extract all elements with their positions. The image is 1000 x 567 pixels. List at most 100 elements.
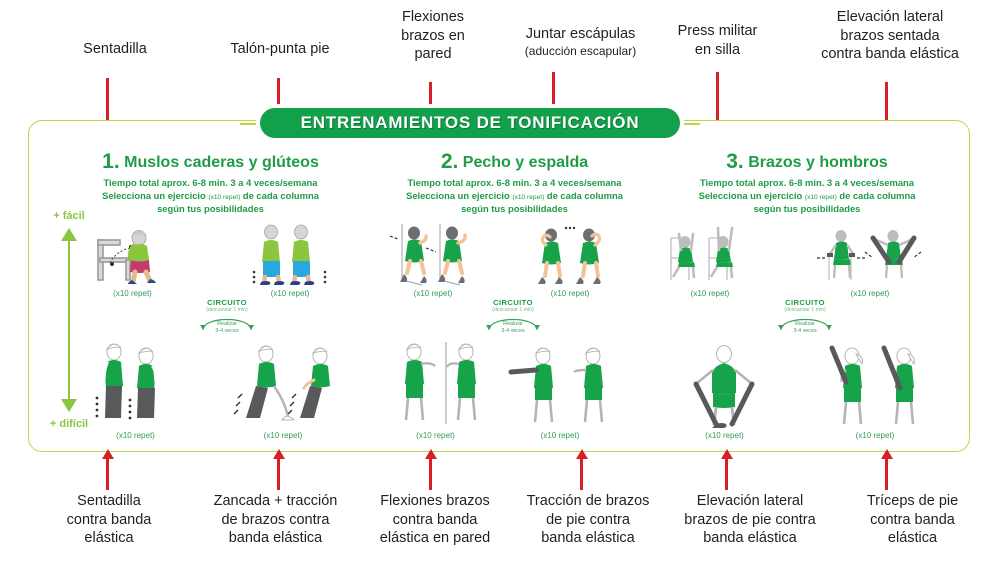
difficulty-axis: + fácil + difícil — [40, 210, 98, 430]
figure-band-squat — [88, 340, 183, 430]
circuito-loop-1: Realizar 3-4 veces — [197, 314, 257, 340]
circuito-title-2: CIRCUITO — [493, 298, 533, 307]
section-1: 1. Muslos caderas y glúteos Tiempo total… — [88, 150, 333, 215]
section-3-subtitle: Tiempo total aprox. 6-8 min. 3 a 4 veces… — [682, 177, 932, 215]
reps-label-lunge-row: (x10 repet) — [263, 431, 303, 440]
circuito-loop-3: Realizar 3-4 veces — [775, 314, 835, 340]
section-2-line2b: (x10 repet) — [512, 193, 545, 201]
section-2-number: 2. — [440, 150, 459, 173]
circuito-do-2: Realizar — [503, 321, 523, 327]
section-1-line2: Selecciona un ejercicio (x10 repet) de c… — [88, 190, 333, 203]
reps-label-standing-lateral-raise: (x10 repet) — [705, 431, 744, 440]
reps-label-seated-press: (x10 repet) — [690, 289, 730, 298]
arrow-bottom-0 — [106, 458, 109, 490]
axis-arrow-up-icon — [61, 228, 77, 241]
exercise-cell-heel-toe: (x10 repet) — [245, 222, 335, 298]
arrow-bottom-4 — [725, 458, 728, 490]
top-label-0-text: Sentadilla — [83, 41, 147, 57]
exercise-cell-wall-band-pushup: (x10 repet) — [388, 340, 483, 440]
circuito-title-3: CIRCUITO — [785, 298, 825, 307]
section-3-line2: Selecciona un ejercicio (x10 repet) de c… — [682, 190, 932, 203]
axis-bar — [68, 240, 71, 400]
exercise-cell-seated-press: (x10 repet) — [665, 222, 755, 298]
section-3: 3. Brazos y hombros Tiempo total aprox. … — [682, 150, 932, 215]
top-label-1-text: Talón-punta pie — [230, 41, 330, 57]
arrow-bottom-3 — [580, 458, 583, 490]
section-3-line2c: de cada columna — [836, 189, 916, 201]
exercise-cell-standing-row: (x10 repet) — [505, 340, 615, 440]
section-1-title: Muslos caderas y glúteos — [124, 154, 319, 171]
figure-seated-lateral-raise — [815, 222, 925, 288]
top-label-1: Talón-punta pie — [200, 40, 360, 59]
top-label-3: Juntar escápulas (aducción escapular) — [498, 25, 663, 59]
circuito-title-1: CIRCUITO — [207, 298, 247, 307]
reps-label-scapular: (x10 repet) — [550, 289, 590, 298]
reps-label-wall-pushup: (x10 repet) — [413, 289, 453, 298]
section-2-line1: Tiempo total aprox. 6-8 min. 3 a 4 veces… — [407, 177, 622, 188]
circuito-rest-2: (descansar 1 min) — [492, 307, 534, 313]
top-label-3-text: Juntar escápulas — [525, 26, 636, 42]
exercise-cell-seated-lateral-raise: (x10 repet) — [815, 222, 925, 298]
axis-label-hard: + difícil — [49, 418, 89, 430]
circuito-rest-1: (descansar 1 min) — [206, 307, 248, 313]
circuito-times-2: 3-4 veces — [501, 327, 525, 334]
figure-wall-band-pushup — [388, 340, 483, 430]
reps-label-chair-squat: (x10 repet) — [113, 289, 152, 298]
section-2-subtitle: Tiempo total aprox. 6-8 min. 3 a 4 veces… — [392, 177, 637, 215]
exercise-cell-chair-squat: (x10 repet) — [90, 222, 175, 298]
exercise-cell-lunge-row: (x10 repet) — [228, 340, 338, 440]
figure-standing-row — [505, 340, 615, 430]
reps-label-seated-lateral-raise: (x10 repet) — [850, 289, 890, 298]
section-1-header: 1. Muslos caderas y glúteos Tiempo total… — [88, 150, 333, 215]
section-3-line2b: (x10 repet) — [804, 193, 837, 201]
section-2-line3: según tus posibilidades — [461, 202, 568, 214]
exercise-cell-wall-pushup: (x10 repet) — [388, 222, 478, 298]
section-2-line2c: de cada columna — [544, 189, 623, 201]
reps-label-standing-triceps: (x10 repet) — [855, 431, 895, 440]
section-1-line2a: Selecciona un ejercicio — [102, 189, 209, 201]
reps-label-band-squat: (x10 repet) — [116, 431, 155, 440]
circuito-text-3: Realizar 3-4 veces — [775, 321, 835, 335]
exercise-cell-scapular: (x10 repet) — [525, 222, 615, 298]
figure-wall-pushup — [388, 222, 478, 288]
arrow-bottom-2 — [429, 458, 432, 490]
figure-lunge-row — [228, 340, 338, 430]
circuito-text-2: Realizar 3-4 veces — [483, 321, 543, 335]
figure-heel-toe — [245, 222, 335, 288]
top-label-0: Sentadilla — [40, 40, 190, 59]
circuito-do-3: Realizar — [795, 321, 815, 327]
reps-label-wall-band-pushup: (x10 repet) — [416, 431, 455, 440]
axis-arrow-down-icon — [61, 399, 77, 412]
page-title: ENTRENAMIENTOS DE TONIFICACIÓN — [240, 108, 700, 138]
section-1-line2b: (x10 repet) — [208, 193, 241, 201]
section-2-title: Pecho y espalda — [462, 154, 589, 171]
section-2-line2: Selecciona un ejercicio (x10 repet) de c… — [392, 190, 637, 203]
section-1-line1: Tiempo total aprox. 6-8 min. 3 a 4 veces… — [103, 177, 318, 188]
section-1-line2c: de cada columna — [240, 189, 319, 201]
section-1-line3: según tus posibilidades — [157, 202, 264, 214]
top-label-3-subtext: (aducción escapular) — [524, 43, 637, 58]
arrow-bottom-5 — [885, 458, 888, 490]
circuito-rest-3: (descansar 1 min) — [784, 307, 826, 313]
figure-standing-triceps — [820, 340, 930, 430]
section-2: 2. Pecho y espalda Tiempo total aprox. 6… — [392, 150, 637, 215]
section-3-line1: Tiempo total aprox. 6-8 min. 3 a 4 veces… — [700, 177, 914, 188]
circuito-loop-2: Realizar 3-4 veces — [483, 314, 543, 340]
section-3-header: 3. Brazos y hombros Tiempo total aprox. … — [682, 150, 932, 215]
axis-label-easy: + fácil — [53, 210, 85, 222]
reps-label-heel-toe: (x10 repet) — [270, 289, 310, 298]
